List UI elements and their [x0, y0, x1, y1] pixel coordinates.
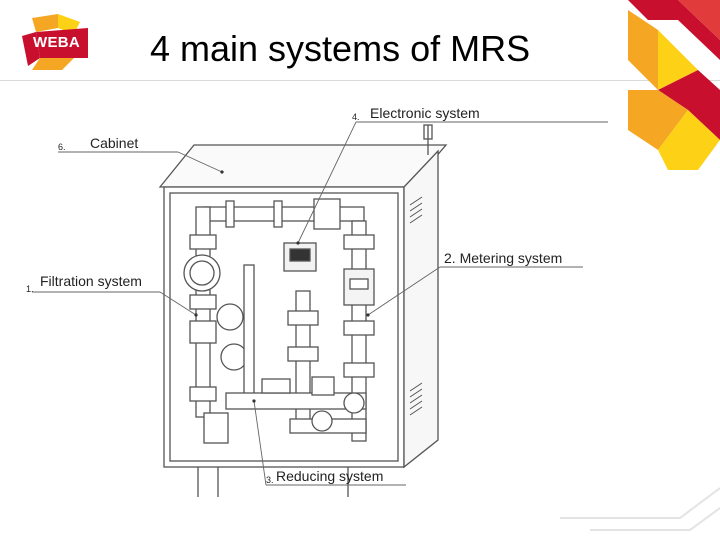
metering-label: 2. Metering system	[444, 250, 562, 266]
filtration-label: Filtration system	[40, 273, 142, 289]
weba-logo	[22, 14, 88, 70]
reducing-label: Reducing system	[276, 468, 383, 484]
filtration-number: 1.	[26, 284, 34, 294]
electronic-number: 4.	[352, 112, 360, 122]
corner-lines-decoration	[560, 487, 720, 531]
header-divider	[0, 80, 720, 81]
metering-text: Metering system	[460, 250, 563, 266]
reducing-number: 3.	[266, 475, 274, 485]
brand-decoration	[628, 0, 720, 170]
piping	[183, 198, 375, 444]
leader-lines	[32, 121, 608, 486]
logo-text: WEBA	[33, 34, 81, 51]
leader-dots	[194, 170, 370, 403]
page-title: 4 main systems of MRS	[150, 28, 531, 69]
electronic-label: Electronic system	[370, 105, 480, 121]
cabinet-label: Cabinet	[90, 135, 138, 151]
cabinet-number: 6.	[58, 142, 66, 152]
mrs-diagram: 6. Cabinet 4. Electronic system 1. Filtr…	[18, 95, 616, 497]
metering-number: 2.	[444, 250, 456, 266]
